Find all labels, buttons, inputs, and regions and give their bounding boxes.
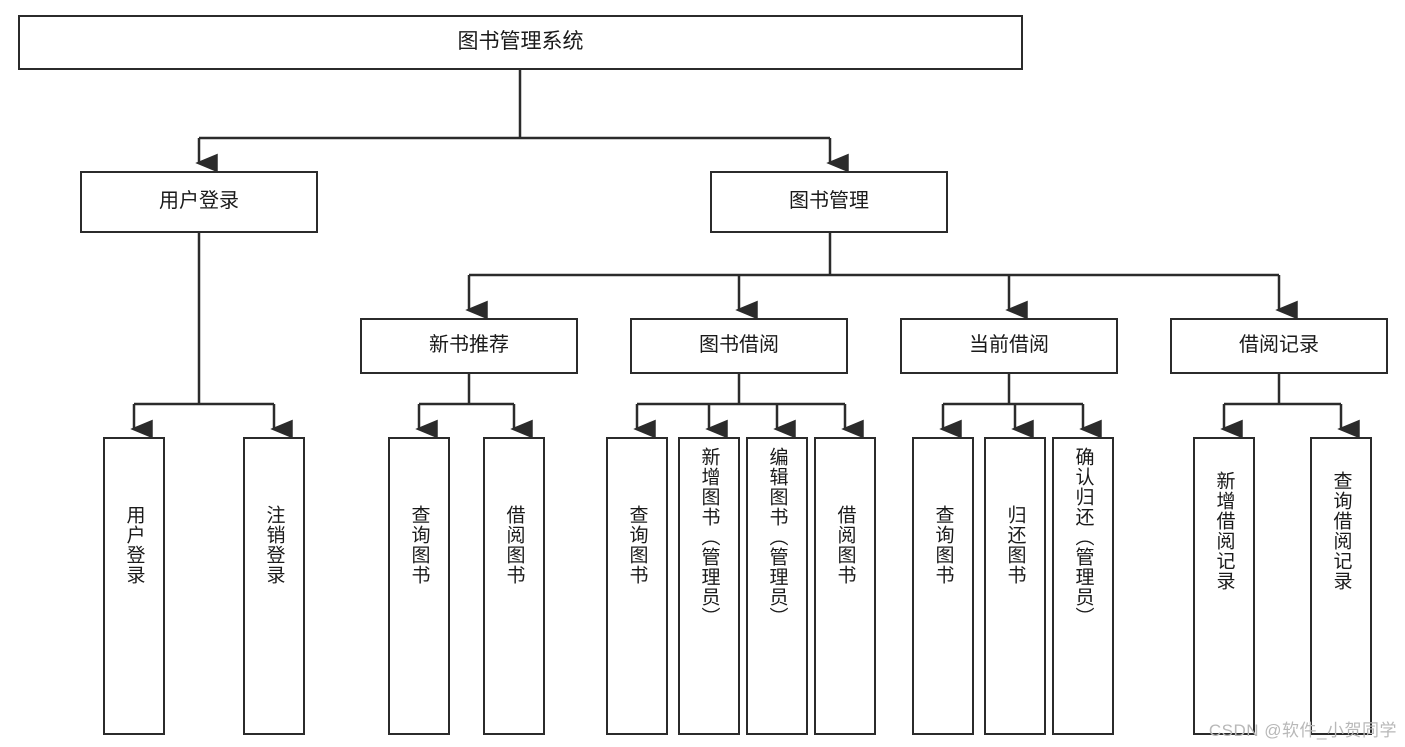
node-leaf-borrow-book-bor[interactable]: 借阅图书: [814, 437, 876, 735]
node-leaf-query-record-label: 查询借阅记录: [1330, 471, 1352, 591]
node-leaf-return-book-label: 归还图书: [1004, 505, 1026, 585]
node-book-manage-label: 图书管理: [789, 190, 869, 213]
node-leaf-query-book-bor-label: 查询图书: [626, 505, 648, 585]
node-leaf-user-login-label: 用户登录: [123, 505, 145, 585]
csdn-watermark: CSDN @软件_小贺同学: [1208, 721, 1397, 740]
node-leaf-query-book-bor[interactable]: 查询图书: [606, 437, 668, 735]
node-leaf-add-book-label: 新增图书（管理员）: [698, 447, 720, 627]
node-borrow-record-label: 借阅记录: [1239, 334, 1319, 357]
node-leaf-query-book-rec-label: 查询图书: [408, 505, 430, 585]
node-leaf-query-book-cur[interactable]: 查询图书: [912, 437, 974, 735]
node-leaf-query-book-rec[interactable]: 查询图书: [388, 437, 450, 735]
node-leaf-borrow-book-rec-label: 借阅图书: [503, 505, 525, 585]
node-leaf-logout-label: 注销登录: [263, 505, 285, 585]
node-user-login[interactable]: 用户登录: [80, 171, 318, 233]
node-leaf-borrow-book-bor-label: 借阅图书: [834, 505, 856, 585]
node-book-borrow[interactable]: 图书借阅: [630, 318, 848, 374]
node-leaf-confirm-return-label: 确认归还（管理员）: [1072, 447, 1094, 627]
node-root-label: 图书管理系统: [457, 30, 584, 54]
node-leaf-edit-book-label: 编辑图书（管理员）: [766, 447, 788, 627]
node-current-borrow-label: 当前借阅: [969, 334, 1049, 357]
node-leaf-add-record[interactable]: 新增借阅记录: [1193, 437, 1255, 735]
node-leaf-logout[interactable]: 注销登录: [243, 437, 305, 735]
node-book-borrow-label: 图书借阅: [699, 334, 779, 357]
node-current-borrow[interactable]: 当前借阅: [900, 318, 1118, 374]
node-leaf-borrow-book-rec[interactable]: 借阅图书: [483, 437, 545, 735]
node-leaf-user-login[interactable]: 用户登录: [103, 437, 165, 735]
node-new-book-rec-label: 新书推荐: [429, 334, 509, 357]
node-new-book-rec[interactable]: 新书推荐: [360, 318, 578, 374]
node-leaf-return-book[interactable]: 归还图书: [984, 437, 1046, 735]
node-book-manage[interactable]: 图书管理: [710, 171, 948, 233]
node-user-login-label: 用户登录: [159, 190, 239, 213]
node-root[interactable]: 图书管理系统: [18, 15, 1023, 70]
node-leaf-add-book[interactable]: 新增图书（管理员）: [678, 437, 740, 735]
node-leaf-add-record-label: 新增借阅记录: [1213, 471, 1235, 591]
node-leaf-confirm-return[interactable]: 确认归还（管理员）: [1052, 437, 1114, 735]
node-leaf-query-book-cur-label: 查询图书: [932, 505, 954, 585]
node-borrow-record[interactable]: 借阅记录: [1170, 318, 1388, 374]
node-leaf-edit-book[interactable]: 编辑图书（管理员）: [746, 437, 808, 735]
node-leaf-query-record[interactable]: 查询借阅记录: [1310, 437, 1372, 735]
